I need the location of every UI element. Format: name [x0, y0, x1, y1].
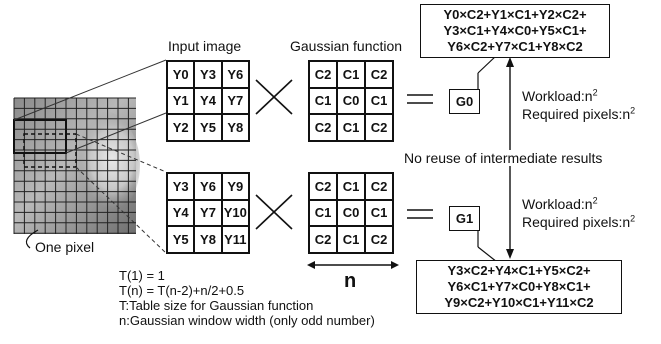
grid-cell: C2 — [309, 61, 337, 88]
input-image-label: Input image — [168, 38, 242, 54]
gaussian-function-label: Gaussian function — [290, 38, 403, 54]
grid-cell: C2 — [365, 173, 393, 200]
grid-cell: C0 — [337, 199, 365, 227]
grid-cell: Y0 — [167, 61, 195, 88]
grid-cell: Y3 — [167, 173, 195, 200]
grid-cell: C2 — [365, 226, 393, 253]
grid-cell: C2 — [365, 61, 393, 88]
multiply-icon — [255, 79, 293, 115]
grid-cell: C1 — [337, 226, 365, 253]
equation-line: Y3×C1+Y4×C0+Y5×C1+ — [443, 23, 587, 38]
grid-cell: Y9 — [221, 173, 249, 200]
grid-cell: C1 — [309, 87, 337, 115]
no-reuse-label: No reuse of intermediate results — [402, 150, 605, 166]
grid-cell: Y5 — [167, 226, 195, 253]
grid-cell: C1 — [309, 199, 337, 227]
equation-line: Y6×C1+Y7×C0+Y8×C1+ — [447, 279, 591, 294]
output-g0: G0 — [449, 89, 480, 114]
grid-cell: Y6 — [194, 173, 222, 200]
grid-cell: C2 — [365, 114, 393, 141]
grid-cell: C2 — [309, 114, 337, 141]
grid-cell: C1 — [365, 87, 393, 115]
zoom-line-dashed — [75, 133, 167, 173]
highlight-window-top — [13, 119, 67, 154]
image-feature — [60, 110, 140, 220]
required-pixels-bottom: Required pixels:n2 — [522, 213, 636, 230]
workload-bottom: Workload:n2 — [522, 195, 598, 212]
grid-cell: C1 — [337, 61, 365, 88]
formula-block: T(1) = 1 T(n) = T(n-2)+n/2+0.5 T:Table s… — [119, 268, 375, 328]
grid-cell: Y5 — [194, 114, 222, 141]
grid-cell: Y10 — [221, 199, 249, 227]
connector-line — [477, 246, 498, 263]
connector-line — [477, 54, 498, 74]
grid-cell: C2 — [309, 173, 337, 200]
grid-cell: C1 — [365, 199, 393, 227]
equation-line: Y0×C2+Y1×C1+Y2×C2+ — [443, 7, 587, 22]
formula-line: T(n) = T(n-2)+n/2+0.5 — [119, 283, 245, 298]
equals-icon — [407, 209, 433, 219]
grid-cell: Y8 — [194, 226, 222, 253]
equation-line: Y9×C2+Y10×C1+Y11×C2 — [444, 295, 594, 310]
formula-line: T:Table size for Gaussian function — [119, 298, 314, 313]
required-pixels-top: Required pixels:n2 — [522, 105, 636, 122]
output-g1: G1 — [449, 206, 480, 231]
grid-cell: Y7 — [221, 87, 249, 115]
formula-line: n:Gaussian window width (only odd number… — [119, 313, 375, 328]
grid-cell: Y11 — [221, 226, 249, 253]
multiply-icon — [255, 194, 293, 230]
grid-cell: Y1 — [167, 87, 195, 115]
equation-top: Y0×C2+Y1×C1+Y2×C2+ Y3×C1+Y4×C0+Y5×C1+ Y6… — [420, 4, 610, 58]
n-width-arrow-icon — [307, 261, 399, 269]
grid-cell: C1 — [337, 173, 365, 200]
equation-line: Y6×C2+Y7×C1+Y8×C2 — [447, 39, 583, 54]
workload-top: Workload:n2 — [522, 87, 598, 104]
one-pixel-label: One pixel — [35, 239, 95, 255]
grid-cell: Y2 — [167, 114, 195, 141]
formula-line: T(1) = 1 — [119, 268, 165, 283]
grid-cell: C1 — [337, 114, 365, 141]
equals-icon — [407, 94, 433, 104]
grid-cell: Y6 — [221, 61, 249, 88]
n-label: n — [344, 270, 357, 292]
one-pixel-pointer — [25, 229, 39, 249]
grid-cell: C0 — [337, 87, 365, 115]
equation-bottom: Y3×C2+Y4×C1+Y5×C2+ Y6×C1+Y7×C0+Y8×C1+ Y9… — [416, 260, 622, 314]
grid-cell: Y4 — [167, 199, 195, 227]
grid-cell: Y8 — [221, 114, 249, 141]
grid-cell: C2 — [309, 226, 337, 253]
zoom-line — [13, 59, 167, 121]
grid-cell: Y3 — [194, 61, 222, 88]
equation-line: Y3×C2+Y4×C1+Y5×C2+ — [447, 263, 591, 278]
zoom-line — [65, 112, 167, 154]
grid-cell: Y7 — [194, 199, 222, 227]
grid-cell: Y4 — [194, 87, 222, 115]
